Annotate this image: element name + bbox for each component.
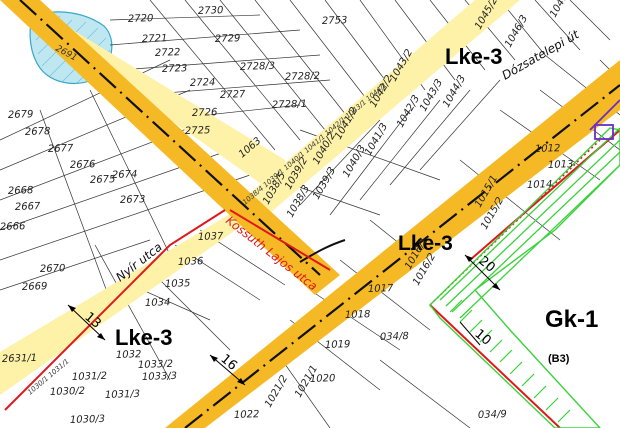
parcel-number: 1031/3	[105, 389, 141, 401]
parcel-number: 1020	[310, 373, 336, 385]
parcel-number: 2666	[0, 221, 26, 233]
zone-label-1: Lke-3	[445, 44, 502, 69]
curve-join	[299, 239, 346, 263]
parcel-number: 1018	[345, 309, 371, 321]
dimension-10: 10	[471, 327, 493, 349]
parcel-number: 2723	[162, 63, 188, 75]
zone-label-3: Lke-3	[115, 325, 172, 350]
dozsa-street-fill	[165, 60, 620, 428]
parcel-number: 1032	[116, 349, 142, 361]
parcel-number: 2674	[112, 169, 138, 181]
green-stripes	[439, 127, 620, 319]
parcel-number: 2724	[190, 77, 216, 89]
parcel-number: 2728/1	[272, 99, 308, 111]
parcel-number: 1012	[535, 143, 561, 155]
parcel-number: 2727	[220, 89, 246, 101]
parcel-number: 2728/2	[285, 71, 321, 83]
parcel-number: 2670	[40, 263, 66, 275]
parcel-number: 1030/2	[50, 386, 86, 398]
kossuth-street-fill	[0, 0, 340, 295]
parcel-number: 2720	[128, 13, 154, 25]
parcel-number: 2725	[185, 125, 211, 137]
parcel-number: 2729	[215, 33, 241, 45]
parcel-number: 1031/2	[72, 371, 108, 383]
zone-sublabel-b3: (B3)	[548, 353, 570, 365]
parcel-number: 1022	[234, 409, 260, 421]
parcel-number: 1033/3	[142, 371, 178, 383]
parcel-number: 1044/3	[441, 74, 468, 110]
parcel-number: 2669	[22, 281, 48, 293]
parcel-number: 1030/3	[70, 414, 106, 426]
purple-marker	[589, 99, 620, 140]
nyir-street-fill	[0, 205, 250, 395]
parcel-number: 2676	[70, 159, 96, 171]
parcel-number: 2631/1	[2, 353, 38, 365]
zone-label-gk1: Gk-1	[545, 306, 598, 333]
parcel-number: 1037	[198, 231, 224, 243]
parcel-number: 2753	[322, 15, 348, 27]
parcel-number: 2667	[15, 201, 41, 213]
parcel-number: 1033/2	[138, 359, 174, 371]
parcel-number: 2668	[8, 185, 34, 197]
street-axes	[19, 0, 620, 428]
dimension-arrows	[68, 255, 500, 385]
green-hatch	[449, 299, 571, 423]
parcel-number: 1034	[145, 297, 171, 309]
parcel-number: 2728/3	[240, 61, 276, 73]
parcel-number: 2679	[8, 109, 34, 121]
parcel-number: 1019	[325, 339, 351, 351]
parcel-number: 2677	[48, 143, 74, 155]
parcel-number: 2675	[90, 174, 116, 186]
parcel-number: 034/9	[478, 409, 507, 421]
road-1063-fill	[230, 0, 520, 230]
parcel-number: 1013	[548, 159, 574, 171]
parcel-number: 1035	[165, 278, 191, 290]
parcel-number: 1036	[178, 256, 204, 268]
parcel-number: 2673	[120, 194, 146, 206]
parcel-number: 1017	[368, 283, 394, 295]
parcel-number: 1047/3	[548, 0, 575, 19]
parcel-number: 2678	[25, 126, 51, 138]
parcel-number: 2730	[198, 5, 224, 17]
parcel-number: 2726	[192, 107, 218, 119]
parcel-number: 2722	[155, 47, 181, 59]
zone-label-2: Lke-3	[398, 232, 453, 255]
parcel-number: 2721	[142, 33, 168, 45]
parcel-number: 1014	[527, 179, 553, 191]
parcel-number: 034/8	[380, 331, 409, 343]
